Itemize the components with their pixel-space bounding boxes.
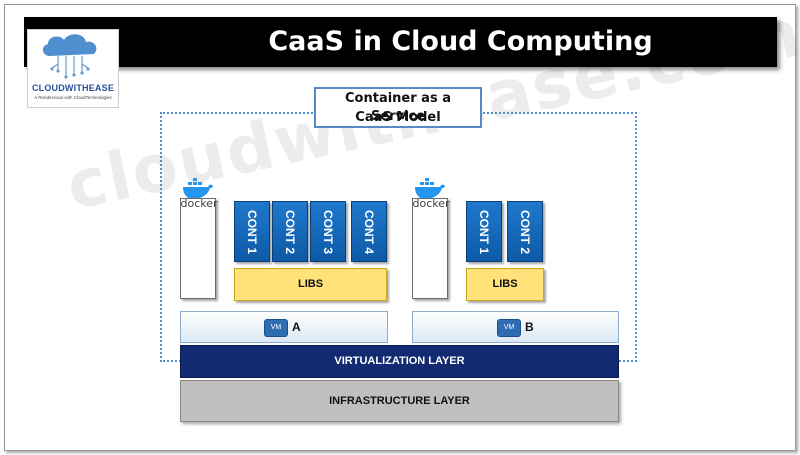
vm-icon: VM bbox=[497, 319, 521, 337]
container-label: CONT 2 bbox=[283, 209, 297, 254]
container-b-1: CONT 1 bbox=[466, 201, 502, 262]
container-label: CONT 1 bbox=[477, 209, 491, 254]
vm-a-label: A bbox=[292, 320, 301, 334]
container-a-3: CONT 3 bbox=[310, 201, 346, 262]
docker-engine-b: docker bbox=[412, 197, 450, 299]
container-label: CONT 1 bbox=[245, 209, 259, 254]
container-a-4: CONT 4 bbox=[351, 201, 387, 262]
docker-whale-icon bbox=[183, 178, 213, 199]
libs-a: LIBS bbox=[234, 268, 387, 301]
cloud-logo-icon bbox=[42, 34, 97, 79]
vm-b: VM B bbox=[412, 311, 619, 343]
caption-line-1: Container as a Service bbox=[345, 91, 451, 124]
libs-b: LIBS bbox=[466, 268, 544, 301]
logo: CLOUDWITHEASE A Rendezvous with CloudTec… bbox=[27, 29, 119, 108]
docker-engine-a: docker bbox=[180, 197, 218, 299]
virtualization-layer: VIRTUALIZATION LAYER bbox=[180, 345, 619, 378]
container-a-2: CONT 2 bbox=[272, 201, 308, 262]
logo-tagline: A Rendezvous with CloudTechnologies bbox=[34, 95, 112, 100]
caption-line-2: CaaS Model bbox=[355, 110, 441, 125]
docker-label-a: docker bbox=[180, 197, 218, 210]
container-label: CONT 2 bbox=[518, 209, 532, 254]
page-title: CaaS in Cloud Computing bbox=[268, 26, 653, 57]
infrastructure-layer: INFRASTRUCTURE LAYER bbox=[180, 380, 619, 422]
docker-whale-icon bbox=[415, 178, 445, 199]
title-bar: CaaS in Cloud Computing bbox=[24, 17, 777, 67]
container-a-1: CONT 1 bbox=[234, 201, 270, 262]
logo-name: CLOUDWITHEASE bbox=[31, 83, 115, 93]
docker-label-b: docker bbox=[412, 197, 450, 210]
container-label: CONT 3 bbox=[321, 209, 335, 254]
vm-a: VM A bbox=[180, 311, 388, 343]
vm-icon: VM bbox=[264, 319, 288, 337]
caas-caption: Container as a Service CaaS Model bbox=[314, 87, 482, 128]
container-label: CONT 4 bbox=[362, 209, 376, 254]
container-b-2: CONT 2 bbox=[507, 201, 543, 262]
vm-b-label: B bbox=[525, 320, 534, 334]
